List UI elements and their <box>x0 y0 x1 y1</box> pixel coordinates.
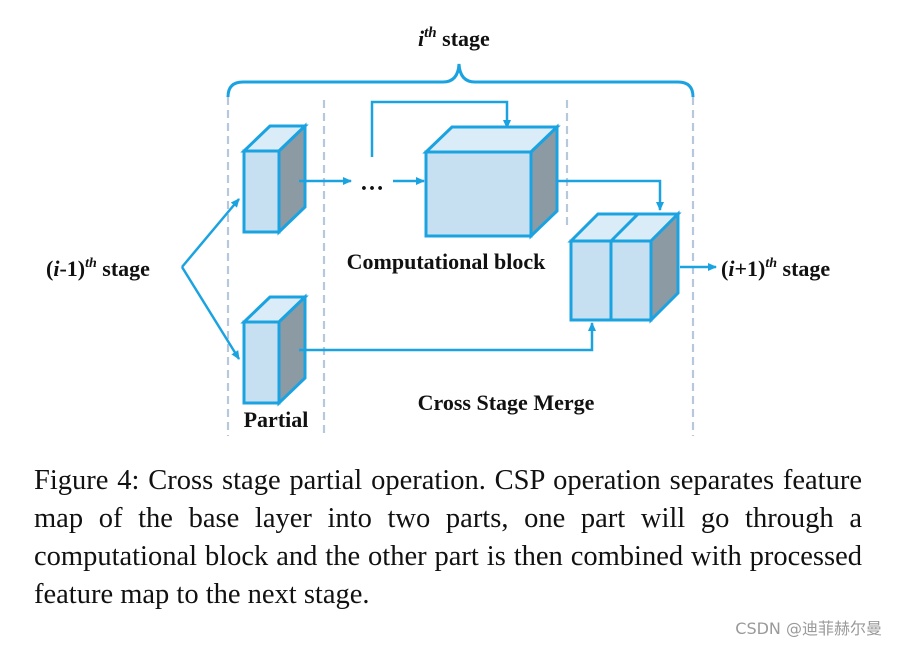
next-stage-label: (i+1)th stage <box>721 256 830 281</box>
figure-caption: Figure 4: Cross stage partial operation.… <box>34 465 862 610</box>
prev-stage-label: (i-1)th stage <box>46 256 150 281</box>
merge-block <box>567 210 682 324</box>
ith-word: stage <box>437 26 490 51</box>
partial-block-upper <box>240 122 309 236</box>
ith-stage-label: ith stage <box>418 25 490 51</box>
csp-diagram: ith stage … <box>46 25 830 436</box>
watermark: CSDN @迪菲赫尔曼 <box>735 619 882 638</box>
computational-block <box>422 123 561 240</box>
skip-arrow-top <box>370 100 511 157</box>
ith-sup: th <box>424 25 437 41</box>
split-arrow-down <box>180 266 241 360</box>
arrow-partial-to-merge <box>299 322 596 352</box>
computational-block-label: Computational block <box>347 249 546 274</box>
partial-block-lower <box>240 293 309 407</box>
stage-brace <box>226 63 695 98</box>
split-arrows <box>180 198 241 360</box>
arrow-comp-to-merge <box>543 179 664 211</box>
ellipsis: … <box>360 170 384 196</box>
cross-stage-merge-label: Cross Stage Merge <box>418 390 595 415</box>
split-arrow-up <box>181 198 240 268</box>
partial-label: Partial <box>244 407 309 432</box>
ith-base: i <box>418 26 425 51</box>
flow-arrows <box>299 100 717 352</box>
